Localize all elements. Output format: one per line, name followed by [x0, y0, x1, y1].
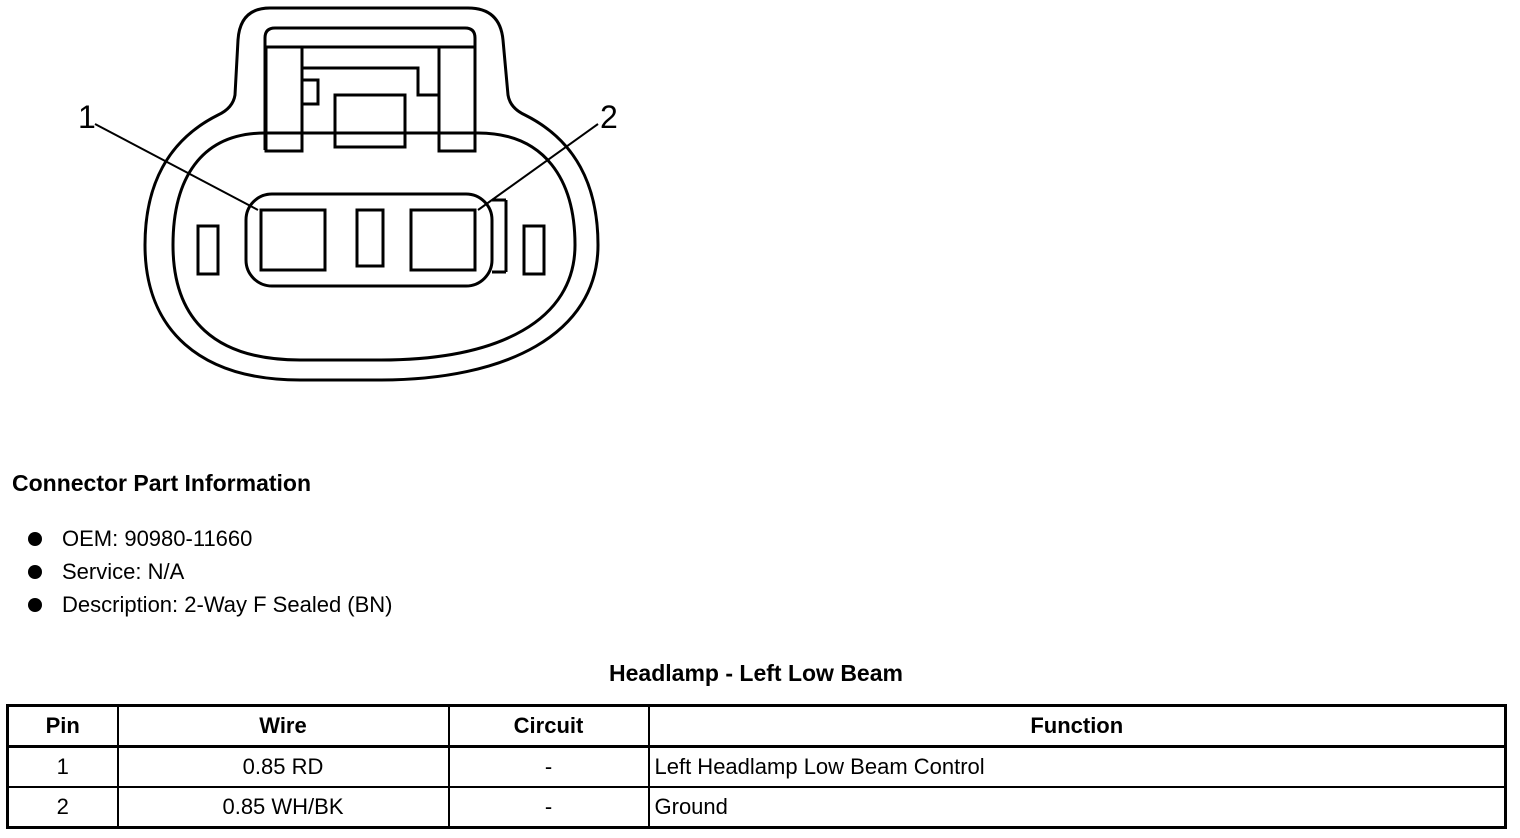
- list-item: Description: 2-Way F Sealed (BN): [28, 588, 393, 621]
- connector-face-diagram: 1 2: [0, 0, 760, 400]
- bullet-icon: [28, 531, 42, 546]
- two-way-connector-face-icon: 1 2: [78, 6, 618, 382]
- table-header-row: Pin Wire Circuit Function: [6, 704, 1507, 748]
- cell-function: Ground: [647, 786, 1507, 829]
- table-row: 2 0.85 WH/BK - Ground: [6, 786, 1507, 829]
- connector-part-info-heading: Connector Part Information: [12, 470, 312, 496]
- description-info: Description: 2-Way F Sealed (BN): [62, 592, 393, 617]
- list-item: OEM: 90980-11660: [28, 522, 393, 555]
- table-title: Headlamp - Left Low Beam: [609, 660, 903, 686]
- pin-2-label: 2: [600, 99, 618, 135]
- connector-info-list: OEM: 90980-11660 Service: N/A Descriptio…: [28, 522, 393, 621]
- bullet-icon: [28, 597, 42, 612]
- bullet-icon: [28, 564, 42, 579]
- cell-wire: 0.85 RD: [116, 745, 450, 788]
- table-row: 1 0.85 RD - Left Headlamp Low Beam Contr…: [6, 745, 1507, 788]
- pin-1-label: 1: [78, 99, 96, 135]
- cell-function: Left Headlamp Low Beam Control: [647, 745, 1507, 788]
- header-function: Function: [647, 704, 1507, 748]
- cell-circuit: -: [447, 786, 650, 829]
- service-info: Service: N/A: [62, 559, 185, 584]
- pin-table: Pin Wire Circuit Function 1 0.85 RD - Le…: [6, 704, 1507, 829]
- list-item: Service: N/A: [28, 555, 393, 588]
- header-pin: Pin: [6, 704, 119, 748]
- cell-pin: 2: [6, 786, 119, 829]
- header-wire: Wire: [116, 704, 450, 748]
- cell-wire: 0.85 WH/BK: [116, 786, 450, 829]
- header-circuit: Circuit: [447, 704, 650, 748]
- cell-pin: 1: [6, 745, 119, 788]
- oem-info: OEM: 90980-11660: [62, 526, 253, 551]
- cell-circuit: -: [447, 745, 650, 788]
